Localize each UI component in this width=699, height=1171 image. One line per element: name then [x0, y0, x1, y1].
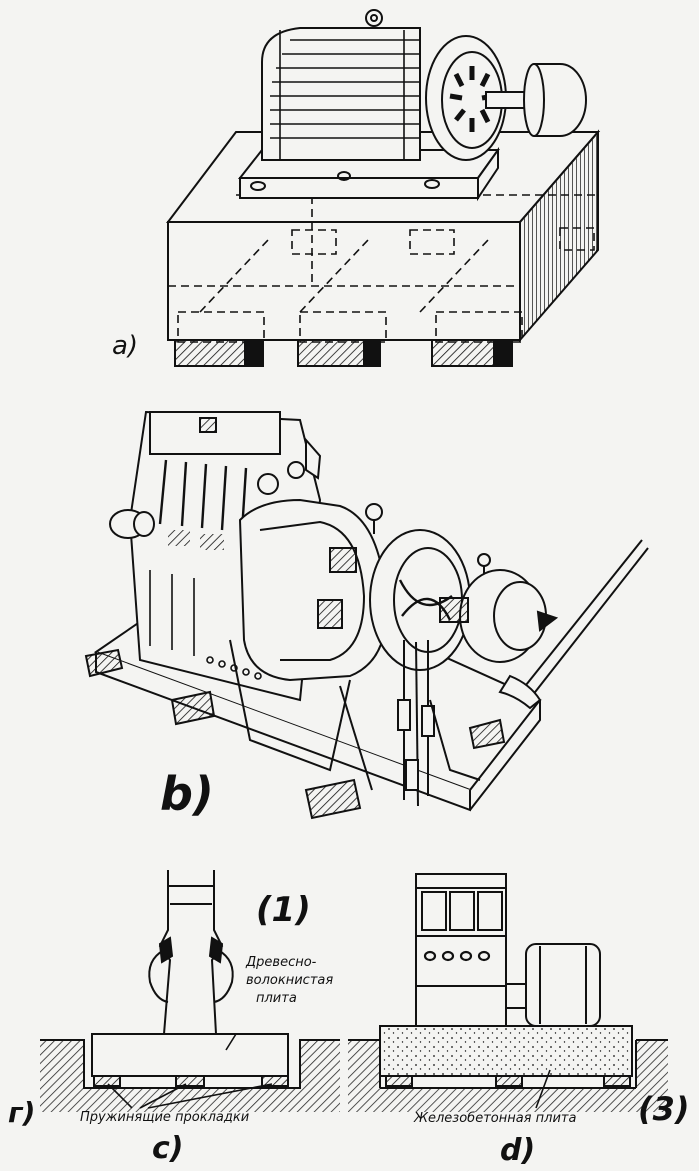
fiberboard-label-line-1: Древесно-: [245, 955, 317, 970]
figure-a-motor-foundation: [165, 9, 601, 367]
fiberboard-label-line-2: волокнистая: [246, 973, 333, 988]
figure-b-label: b): [160, 767, 214, 821]
figure-d-concrete-slab-mounting: [348, 873, 668, 1112]
figure-a-label: a): [112, 331, 138, 361]
figure-d-number-handwritten: (3): [638, 1090, 690, 1128]
figure-c-number-handwritten: (1): [256, 890, 311, 930]
figure-c-label-russian: г): [8, 1096, 35, 1129]
concrete-slab-label: Железобетонная плита: [413, 1111, 576, 1126]
figure-b-generator-set: [84, 410, 649, 820]
fiberboard-label-line-3: плита: [256, 991, 297, 1006]
figure-d-label-handwritten: d): [500, 1133, 535, 1167]
spring-pads-label: Пружинящие прокладки: [80, 1110, 249, 1125]
figure-c-fiberboard-mounting: [40, 870, 340, 1112]
figure-c-label-handwritten: c): [152, 1131, 184, 1166]
